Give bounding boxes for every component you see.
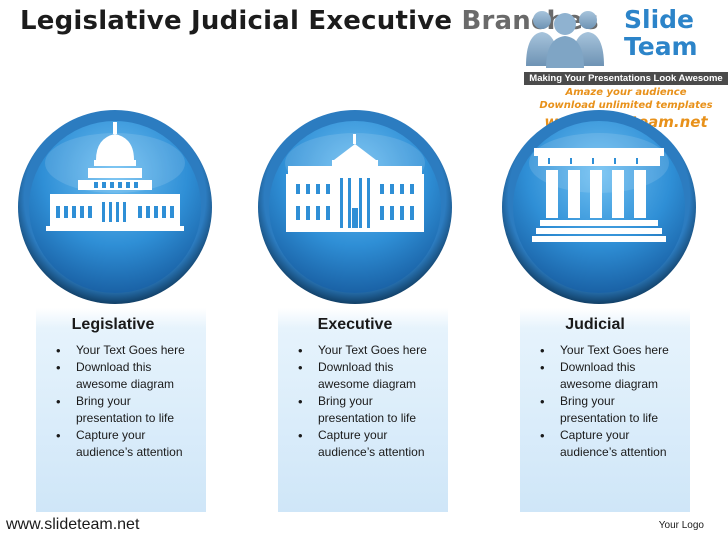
slide-title: Legislative Judicial Executive Branches: [20, 6, 599, 36]
courthouse-icon: [502, 110, 696, 304]
footer-logo-text: Your Logo: [658, 520, 704, 531]
title-main: Legislative Judicial Executive: [20, 6, 453, 36]
executive-card: Executive Your Text Goes here Download t…: [278, 308, 448, 512]
bullet-item: Your Text Goes here: [36, 342, 186, 359]
executive-circle: [256, 108, 454, 306]
bullet-item: Your Text Goes here: [520, 342, 670, 359]
promo-line-2: Download unlimited templates: [539, 100, 713, 111]
team-people-icon: [526, 11, 604, 68]
title-faded: Branches: [461, 6, 599, 36]
bullet-item: Capture your audience’s attention: [36, 427, 186, 461]
judicial-card: Judicial Your Text Goes here Download th…: [520, 308, 690, 512]
promo-line-1: Amaze your audience: [565, 87, 687, 98]
brand-name-line1: Slide: [624, 5, 694, 34]
brand-name: Slide Team: [624, 6, 698, 60]
bullet-item: Your Text Goes here: [278, 342, 428, 359]
bullet-item: Capture your audience’s attention: [278, 427, 428, 461]
bullet-item: Download this awesome diagram: [278, 359, 428, 393]
bullet-list: Your Text Goes here Download this awesom…: [36, 342, 206, 461]
judicial-circle: [500, 108, 698, 306]
bullet-item: Download this awesome diagram: [520, 359, 670, 393]
white-house-icon: [258, 110, 452, 304]
bullet-item: Bring your presentation to life: [36, 393, 186, 427]
bullet-item: Capture your audience’s attention: [520, 427, 670, 461]
legislative-circle: [16, 108, 214, 306]
legislative-card: Legislative Your Text Goes here Download…: [36, 308, 206, 512]
card-title: Executive: [317, 316, 393, 333]
brand-tagline: Making Your Presentations Look Awesome: [524, 72, 728, 85]
bullet-item: Bring your presentation to life: [278, 393, 428, 427]
card-title: Judicial: [565, 316, 625, 333]
bullet-item: Bring your presentation to life: [520, 393, 670, 427]
footer-website: www.slideteam.net: [6, 516, 140, 533]
bullet-list: Your Text Goes here Download this awesom…: [278, 342, 448, 461]
bullet-list: Your Text Goes here Download this awesom…: [520, 342, 690, 461]
card-title: Legislative: [71, 316, 155, 333]
bullet-item: Download this awesome diagram: [36, 359, 186, 393]
brand-name-line2: Team: [624, 32, 698, 61]
capitol-building-icon: [18, 110, 212, 304]
